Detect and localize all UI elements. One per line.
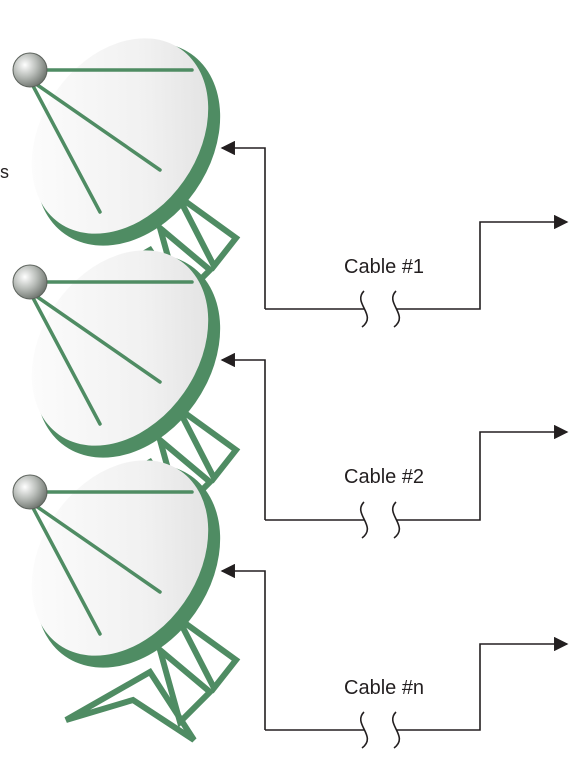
feed-strut	[34, 504, 162, 594]
cable-input-arrow	[220, 563, 266, 730]
cable-break-mark	[359, 290, 369, 328]
cable-2-label: Cable #2	[344, 466, 425, 488]
cable-3	[220, 563, 569, 749]
feed-horn	[12, 474, 48, 510]
satellite-dish-icon	[12, 38, 241, 321]
feed-strut	[30, 504, 102, 636]
feed-horn	[12, 52, 48, 88]
cable-1-label: Cable #1	[344, 256, 425, 278]
dish-face	[31, 250, 209, 446]
tripod-leg	[154, 641, 215, 728]
feed-strut	[30, 294, 102, 426]
cable-1	[220, 140, 569, 328]
feed-strut	[34, 82, 162, 172]
cable-input-arrow	[220, 140, 266, 309]
cable-input-arrow	[220, 352, 266, 520]
cable-output-arrow	[396, 636, 569, 731]
cable-output-arrow	[396, 214, 569, 310]
dish-face	[31, 38, 209, 234]
cable-2	[220, 352, 569, 539]
feed-strut	[34, 294, 162, 384]
tripod-leg	[175, 193, 241, 272]
cable-break-mark	[359, 501, 369, 539]
cable-break-mark	[359, 711, 369, 749]
satellite-dish-icon	[12, 460, 241, 743]
feed-strut	[30, 82, 102, 214]
dish-face	[31, 460, 209, 656]
cable-output-arrow	[396, 424, 569, 521]
feed-horn	[12, 264, 48, 300]
antenna-1	[12, 38, 241, 321]
tripod-leg	[175, 405, 241, 484]
tripod-leg	[175, 615, 241, 694]
cropped-edge-text: s	[0, 162, 9, 182]
cable-n-label: Cable #n	[344, 677, 425, 699]
antenna-3	[12, 460, 241, 743]
